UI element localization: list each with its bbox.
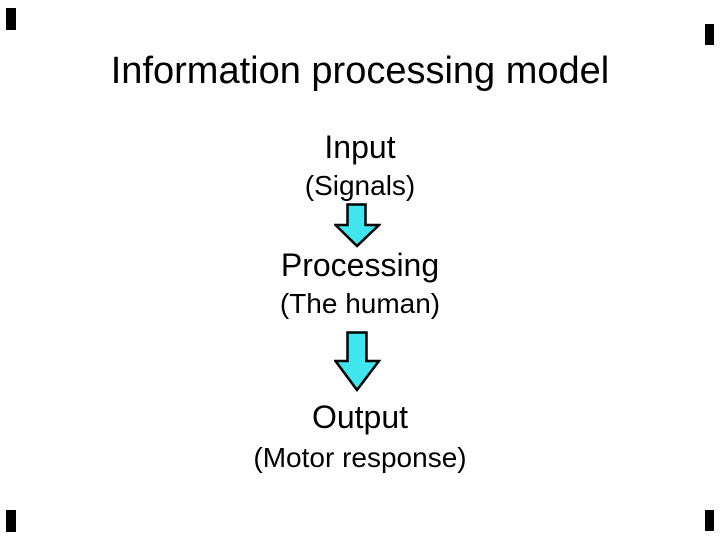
flow-label-input: Input [324, 129, 396, 165]
slide-title: Information processing model [110, 50, 610, 92]
down-arrow-icon [334, 331, 381, 392]
flow-sublabel-motor: (Motor response) [253, 442, 467, 473]
flow-label-processing: Processing [280, 247, 440, 283]
corner-mark-top-right [705, 24, 714, 45]
down-arrow-shape [334, 203, 381, 248]
down-arrow-icon [334, 203, 381, 248]
flow-label-output: Output [311, 399, 409, 435]
down-arrow-shape [334, 331, 381, 392]
corner-mark-bottom-left [6, 510, 16, 532]
flow-sublabel-human: (The human) [279, 288, 441, 319]
flow-sublabel-signals: (Signals) [304, 170, 416, 201]
corner-mark-bottom-right [705, 510, 714, 531]
corner-mark-top-left [6, 8, 16, 30]
